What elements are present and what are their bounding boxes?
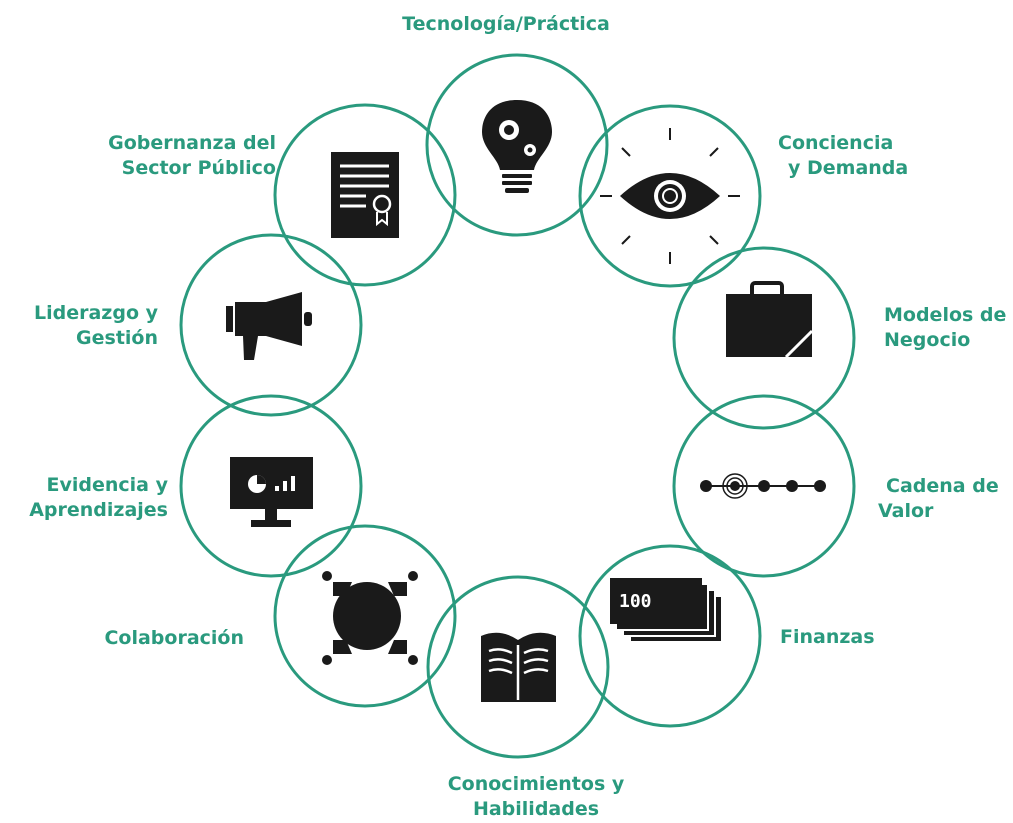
node-label-tecnologia-practica: Tecnología/Práctica	[402, 13, 610, 35]
node-circle-governance	[273, 103, 457, 287]
eye-icon	[600, 128, 740, 264]
node-label-colaboracion: Colaboración	[104, 627, 244, 649]
megaphone-icon	[226, 292, 312, 360]
node-circle-business	[672, 246, 856, 430]
value-chain-icon	[700, 473, 826, 499]
node-circle-finance	[578, 544, 762, 728]
banknotes-icon: 100	[610, 578, 723, 643]
certificate-icon	[331, 152, 399, 238]
node-label-liderazgo-gestion: Liderazgo y Gestión	[33, 302, 158, 349]
node-label-gobernanza-sector: Gobernanza del Sector Público	[108, 132, 276, 179]
briefcase-icon	[726, 281, 814, 359]
node-circle-leadership	[179, 233, 363, 417]
banknote-value: 100	[619, 591, 652, 612]
presentation-monitor-icon	[230, 457, 313, 527]
node-circle-knowledge	[426, 575, 610, 759]
round-table-icon	[322, 571, 418, 665]
node-label-cadena-valor: Cadena de Valor	[878, 475, 999, 522]
node-circle-valuechain	[672, 394, 856, 578]
node-label-conocimientos-habilidades: Conocimientos y Habilidades	[447, 773, 625, 820]
open-book-icon	[481, 632, 556, 702]
node-label-conciencia-demanda: Conciencia y Demanda	[778, 132, 909, 179]
lightbulb-gears-icon	[482, 100, 552, 193]
node-circle-tech	[425, 53, 609, 237]
node-circle-evidence	[179, 394, 363, 578]
node-label-evidencia-aprendizajes: Evidencia y Aprendizajes	[29, 474, 168, 521]
node-label-finanzas: Finanzas	[780, 626, 875, 648]
node-label-modelos-negocio: Modelos de Negocio	[884, 304, 1007, 351]
node-circle-collab	[273, 524, 457, 708]
node-circle-awareness	[578, 104, 762, 288]
